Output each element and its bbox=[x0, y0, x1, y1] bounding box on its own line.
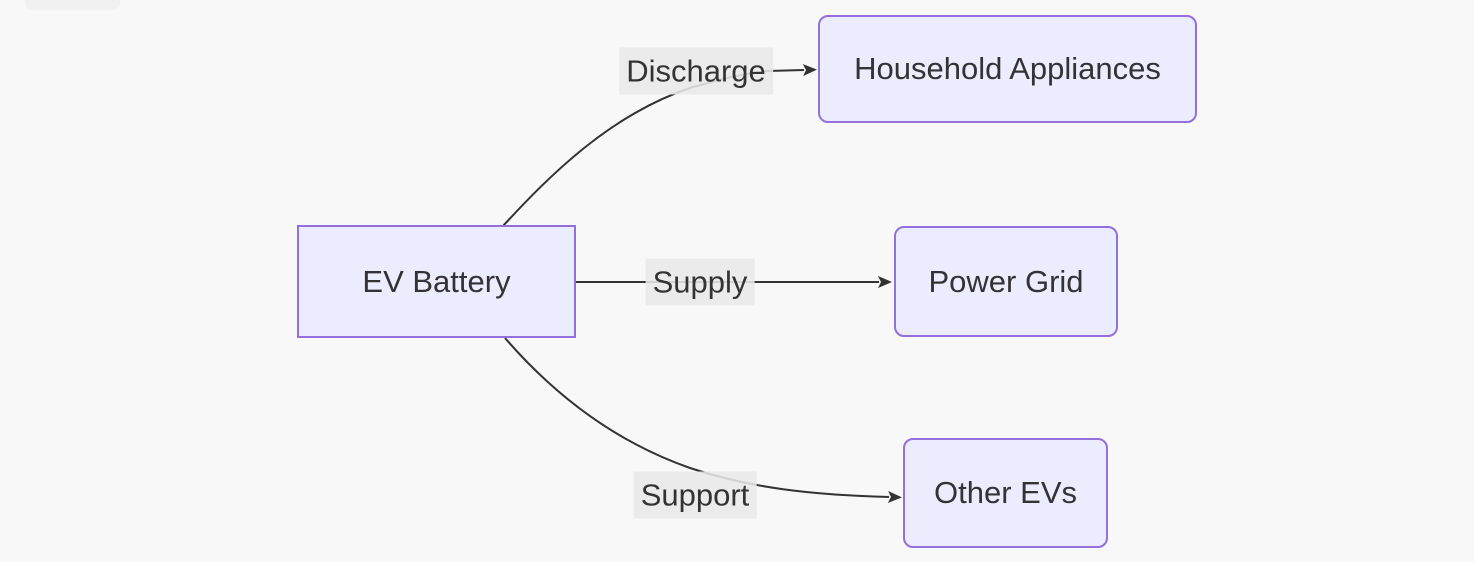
edge-label-discharge: Discharge bbox=[619, 47, 773, 95]
node-power-grid: Power Grid bbox=[894, 226, 1118, 337]
edge-support-path bbox=[504, 337, 902, 503]
node-household-appliances: Household Appliances bbox=[818, 15, 1197, 123]
node-label-ev-battery: EV Battery bbox=[362, 263, 511, 299]
node-other-evs: Other EVs bbox=[903, 438, 1108, 548]
node-label-power-grid: Power Grid bbox=[928, 263, 1084, 299]
node-ev-battery: EV Battery bbox=[297, 225, 576, 338]
edge-label-supply: Supply bbox=[645, 258, 755, 306]
node-label-household-appliances: Household Appliances bbox=[854, 51, 1161, 86]
faint-artifact bbox=[25, 0, 120, 10]
node-label-other-evs: Other EVs bbox=[934, 475, 1077, 510]
edge-label-support: Support bbox=[633, 471, 757, 519]
